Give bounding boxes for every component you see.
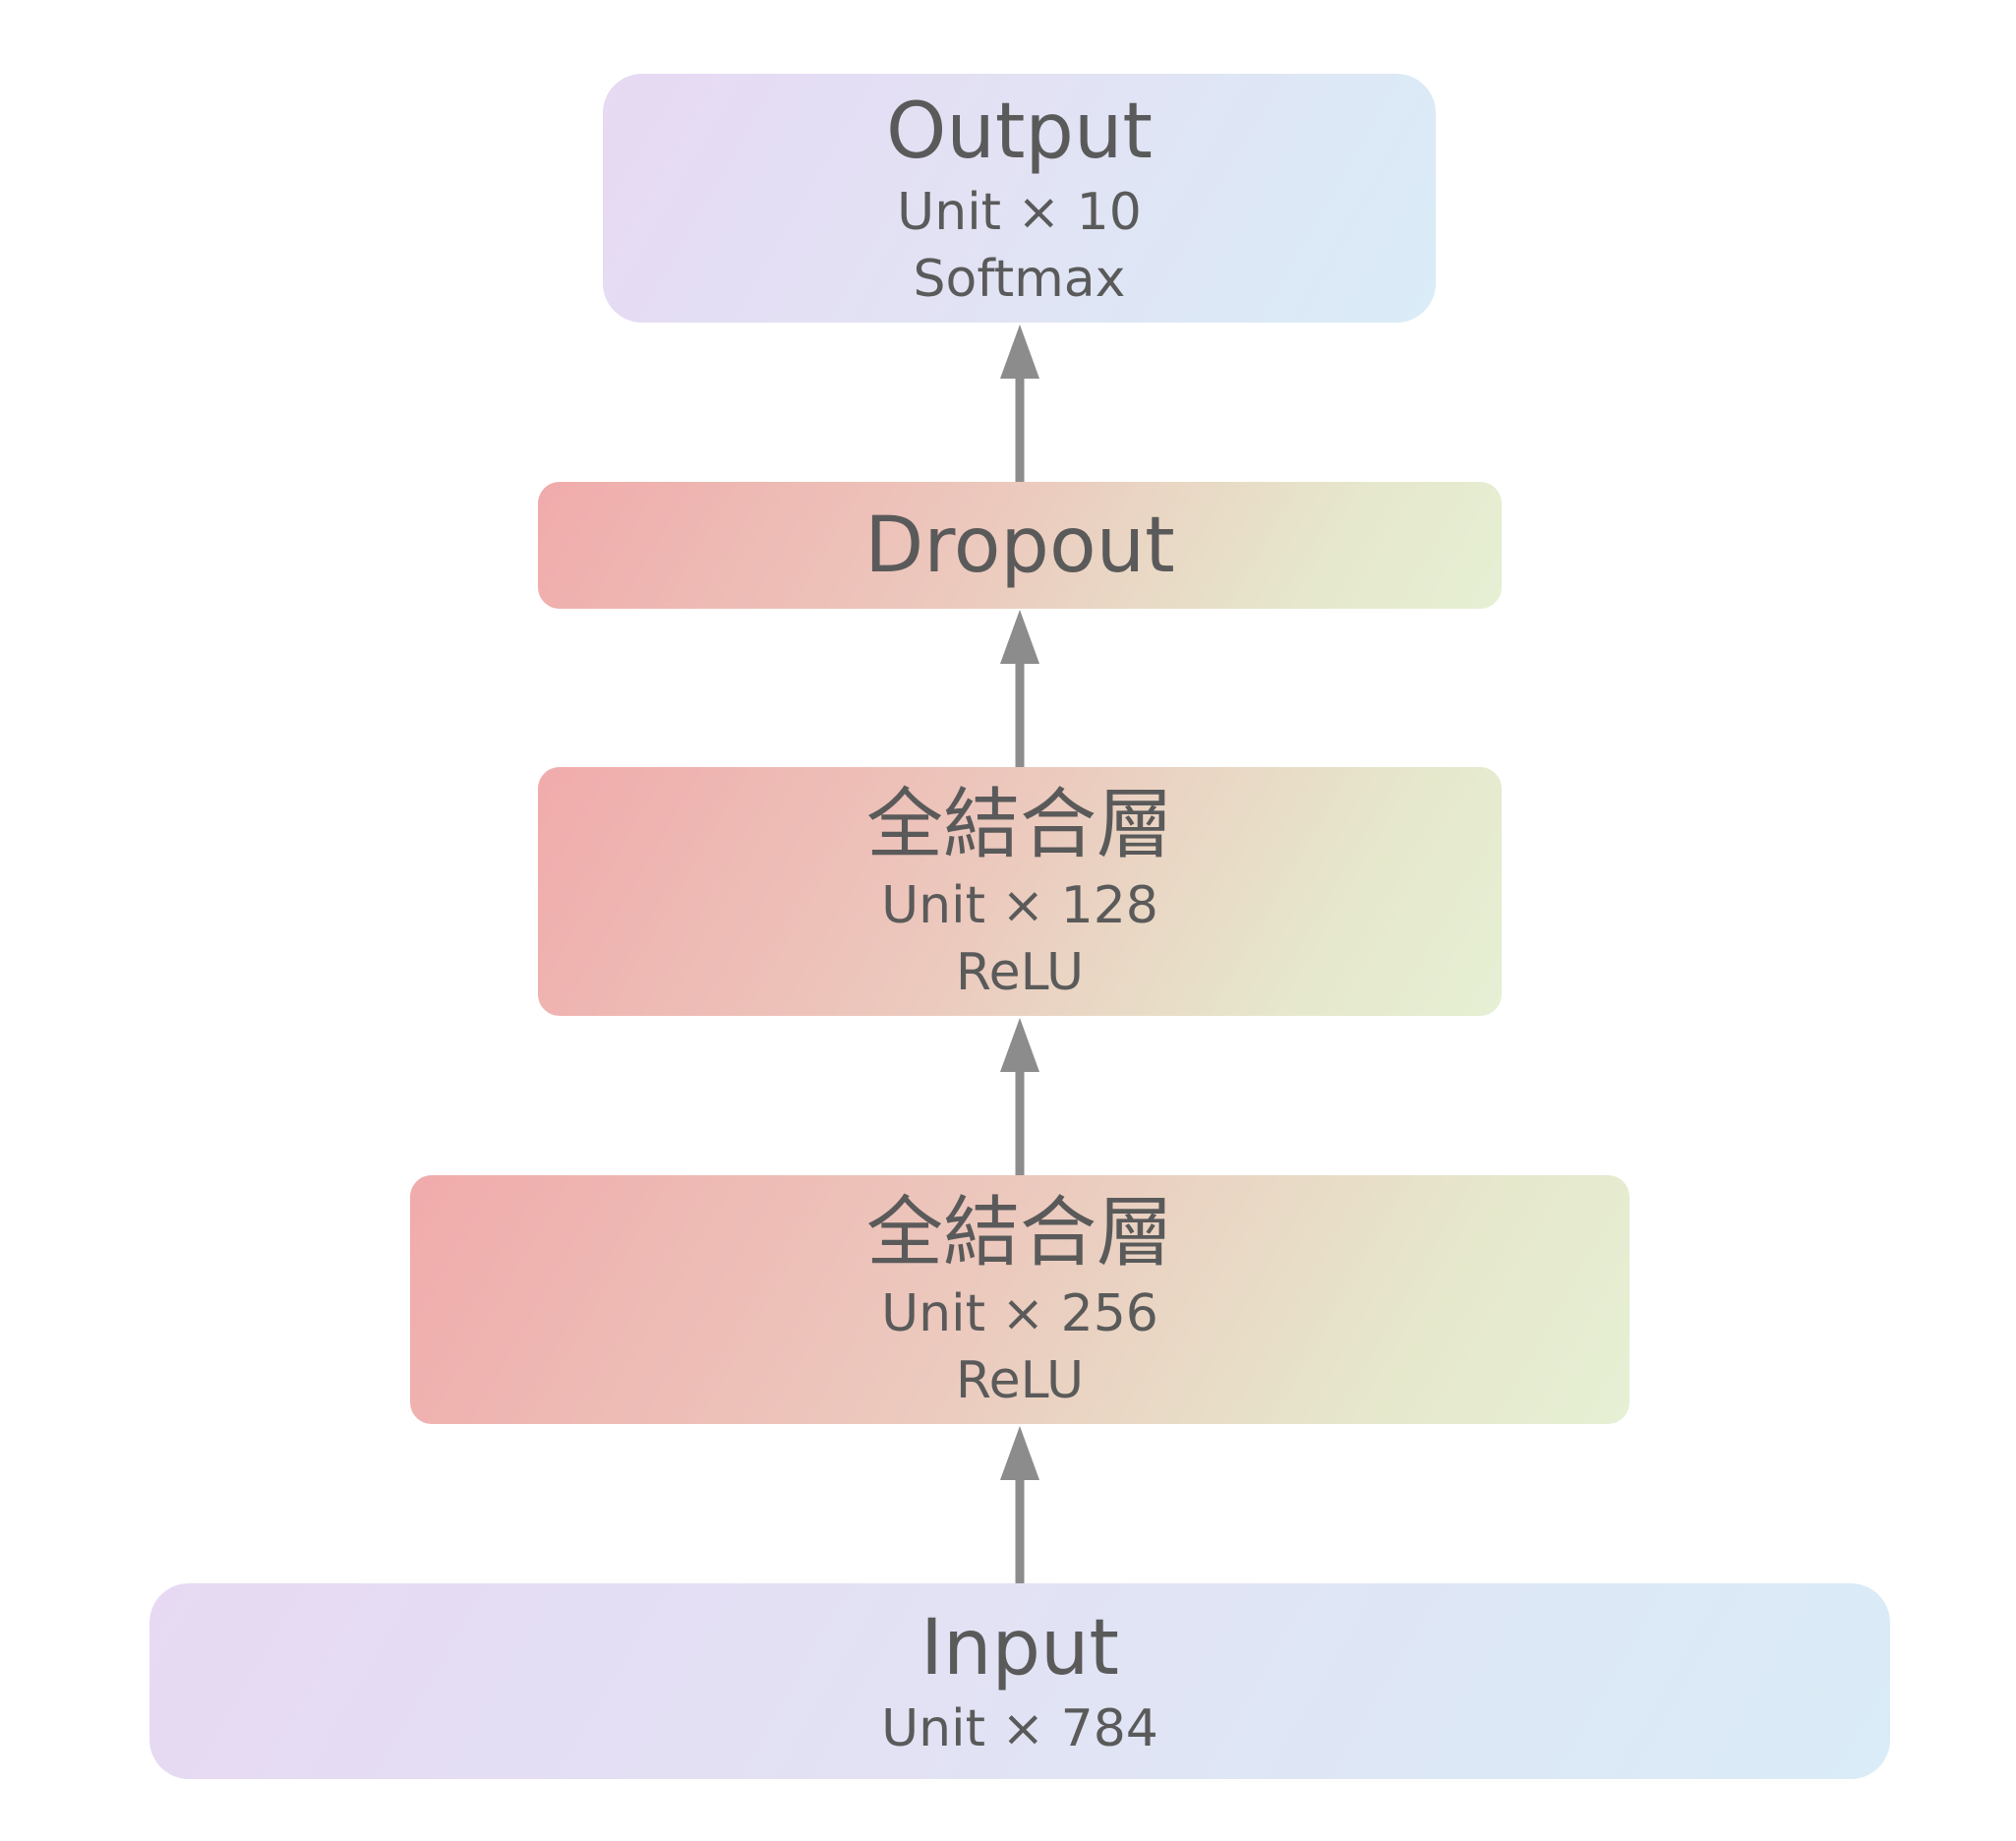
input-layer-title: Input	[920, 1603, 1119, 1693]
dense-layer-128-activation: ReLU	[955, 942, 1085, 1002]
input-layer-units: Unit × 784	[881, 1698, 1158, 1758]
dropout-layer-title: Dropout	[864, 501, 1175, 590]
input-layer-box: Input Unit × 784	[149, 1583, 1890, 1779]
dropout-layer-box: Dropout	[538, 482, 1502, 609]
arrow-dropout-to-output	[1000, 325, 1039, 482]
dense-layer-128-units: Unit × 128	[881, 875, 1158, 935]
arrow-input-to-dense256	[1000, 1426, 1039, 1583]
arrow-dense128-to-dropout	[1000, 610, 1039, 767]
output-layer-box: Output Unit × 10 Softmax	[603, 74, 1436, 323]
arrow-dense256-to-dense128	[1000, 1018, 1039, 1175]
dense-layer-128-box: 全結合層 Unit × 128 ReLU	[538, 767, 1502, 1016]
output-layer-title: Output	[886, 87, 1153, 176]
dense-layer-128-title: 全結合層	[865, 780, 1173, 869]
output-layer-activation: Softmax	[913, 249, 1126, 309]
dense-layer-256-units: Unit × 256	[881, 1283, 1158, 1343]
dense-layer-256-box: 全結合層 Unit × 256 ReLU	[410, 1175, 1630, 1424]
output-layer-units: Unit × 10	[897, 182, 1142, 242]
dense-layer-256-activation: ReLU	[955, 1350, 1085, 1410]
dense-layer-256-title: 全結合層	[865, 1188, 1173, 1277]
